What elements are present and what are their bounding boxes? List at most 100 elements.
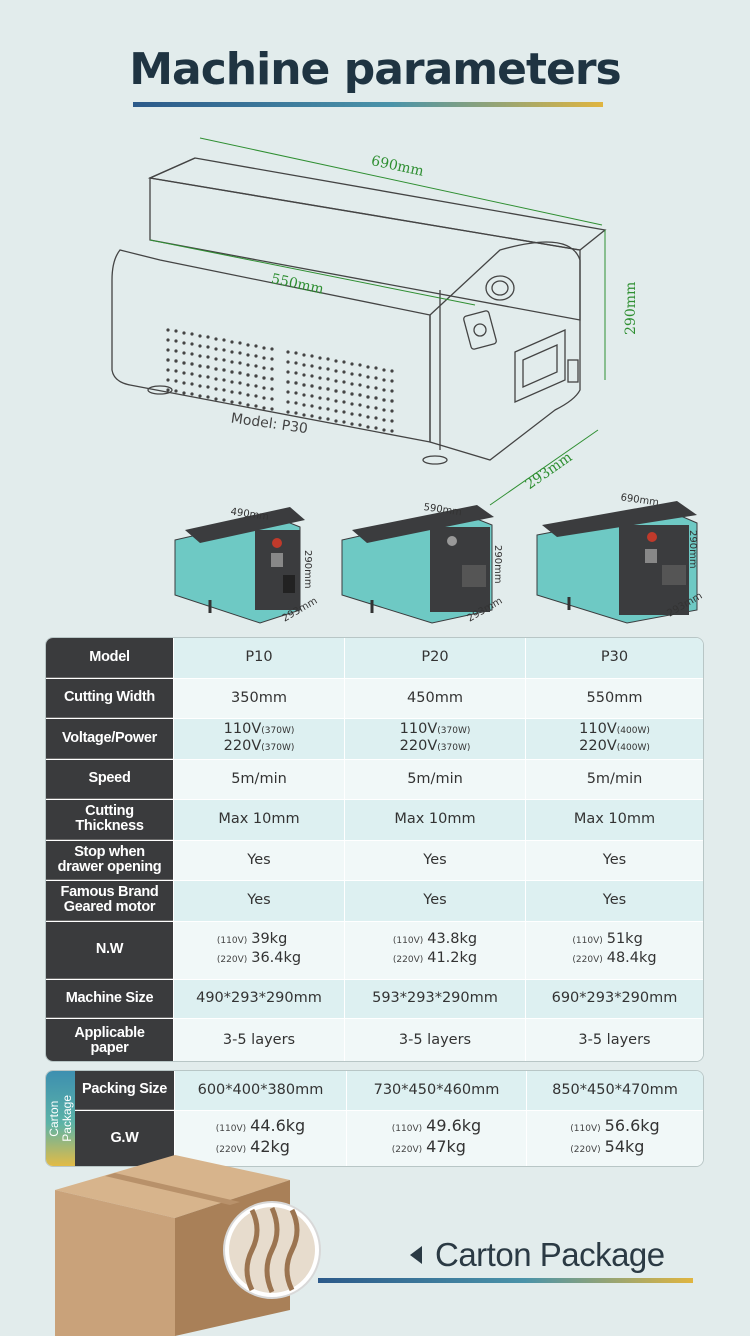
row-header-line: Stop when — [74, 843, 145, 860]
table-cell: 850*450*470mm — [526, 1071, 703, 1110]
table-cell: 593*293*290mm — [344, 979, 525, 1018]
table-cell: Yes — [344, 840, 525, 880]
row-header: G.W — [75, 1110, 174, 1166]
row-header: N.W — [46, 921, 173, 979]
table-cell: Yes — [173, 881, 344, 921]
model-label: Model: P30 — [230, 411, 309, 438]
weight-value: 39kg — [251, 931, 288, 947]
variant-p30-width: 690mm — [620, 492, 660, 508]
carton-underline — [318, 1278, 693, 1283]
table-cell: Yes — [344, 881, 525, 921]
power-value: (370W) — [261, 742, 295, 753]
voltage-prefix: (110V) — [570, 1124, 601, 1135]
variant-p30 — [536, 501, 698, 624]
voltage-prefix: (110V) — [215, 1124, 247, 1135]
row-header-line: Geared motor — [63, 899, 156, 916]
variant-p30-height: 290mm — [687, 530, 698, 569]
weight-value: 42kg — [250, 1137, 290, 1157]
table-cell: 5m/min — [173, 759, 344, 799]
table-row-machine-size: Machine Size 490*293*290mm 593*293*290mm… — [46, 979, 703, 1019]
table-cell: Yes — [525, 840, 703, 880]
table-cell: Yes — [173, 840, 344, 880]
power-value: (370W) — [437, 725, 471, 736]
voltage-value: 220V — [579, 737, 617, 754]
variant-p20 — [341, 505, 494, 624]
dimension-lines — [149, 137, 606, 506]
pack-side-line: Package — [59, 1095, 74, 1142]
table-cell: Max 10mm — [344, 800, 525, 840]
table-cell: 5m/min — [344, 759, 525, 799]
table-cell: 110V(370W) 220V(370W) — [344, 719, 525, 759]
pack-side-line: Carton — [46, 1100, 61, 1137]
voltage-value: 220V — [223, 737, 262, 754]
carton-illustration — [0, 1150, 750, 1336]
machine-diagram: 690mm 550mm 290mm 293mm Model: P30 490mm… — [0, 120, 750, 630]
variant-p10 — [174, 507, 305, 624]
vent-holes — [166, 328, 394, 433]
table-cell: 3-5 layers — [344, 1018, 525, 1061]
voltage-value: 220V — [399, 737, 438, 754]
page-title: Machine parameters — [129, 44, 621, 95]
table-cell: 450mm — [344, 678, 525, 718]
table-cell: (110V)43.8kg (220V)41.2kg — [344, 921, 525, 979]
table-cell: (110V)56.6kg (220V)54kg — [526, 1110, 703, 1166]
row-header-line: Cutting — [85, 803, 134, 820]
row-header: Machine Size — [46, 979, 173, 1018]
voltage-prefix: (220V) — [216, 955, 248, 965]
power-value: (370W) — [261, 725, 295, 736]
voltage-prefix: (110V) — [391, 1124, 423, 1135]
table-cell: (110V)51kg (220V)48.4kg — [525, 921, 703, 979]
voltage-prefix: (110V) — [392, 936, 424, 946]
weight-value: 48.4kg — [606, 950, 657, 966]
table-row-gw: G.W (110V)44.6kg (220V)42kg (110V)49.6kg… — [75, 1110, 703, 1166]
row-header: Cutting Width — [46, 678, 173, 718]
table-row-model: Model P10 P20 P30 — [46, 638, 703, 679]
voltage-prefix: (110V) — [572, 936, 603, 946]
table-cell: 110V(370W) 220V(370W) — [173, 719, 344, 759]
table-cell: 3-5 layers — [525, 1018, 703, 1061]
weight-value: 36.4kg — [251, 950, 302, 966]
table-row-voltage: Voltage/Power 110V(370W) 220V(370W) 110V… — [46, 719, 703, 760]
table-cell: Max 10mm — [525, 800, 703, 840]
table-row-nw: N.W (110V)39kg (220V)36.4kg (110V)43.8kg… — [46, 921, 703, 980]
table-cell: Max 10mm — [173, 800, 344, 840]
dim-length-label: 690mm — [370, 153, 425, 180]
table-cell: 600*400*380mm — [174, 1071, 346, 1110]
power-value: (400W) — [616, 725, 650, 736]
table-cell: 5m/min — [525, 759, 703, 799]
table-row-packing-size: Packing Size 600*400*380mm 730*450*460mm… — [75, 1071, 703, 1111]
table-cell: 110V(400W) 220V(400W) — [525, 719, 703, 759]
dim-inner-label: 550mm — [270, 271, 325, 298]
table-cell: 3-5 layers — [173, 1018, 344, 1061]
table-cell: (110V)44.6kg (220V)42kg — [174, 1110, 346, 1166]
row-header-line: Thickness — [75, 818, 144, 835]
table-cell: (110V)39kg (220V)36.4kg — [173, 921, 344, 979]
weight-value: 54kg — [604, 1137, 645, 1157]
model-p30: P30 — [525, 638, 703, 678]
power-value: (370W) — [437, 742, 471, 753]
variant-p20-width: 590mm — [423, 502, 463, 518]
row-header: Speed — [46, 759, 173, 799]
carton-package-label: Carton Package — [435, 1236, 665, 1273]
voltage-prefix: (110V) — [216, 936, 248, 946]
dim-height-label: 290mm — [623, 282, 639, 335]
weight-value: 47kg — [426, 1137, 466, 1157]
weight-value: 43.8kg — [427, 931, 478, 947]
dim-depth-label: 293mm — [522, 449, 575, 493]
model-p10: P10 — [173, 638, 344, 678]
table-cell: (110V)49.6kg (220V)47kg — [346, 1110, 526, 1166]
model-p20: P20 — [344, 638, 525, 678]
table-row-speed: Speed 5m/min 5m/min 5m/min — [46, 759, 703, 800]
weight-value: 51kg — [606, 931, 643, 947]
voltage-value: 110V — [399, 720, 438, 737]
voltage-prefix: (220V) — [215, 1145, 247, 1156]
row-header-line: drawer opening — [57, 858, 162, 875]
row-header-line: Applicable — [74, 1024, 145, 1041]
weight-value: 41.2kg — [427, 950, 478, 966]
